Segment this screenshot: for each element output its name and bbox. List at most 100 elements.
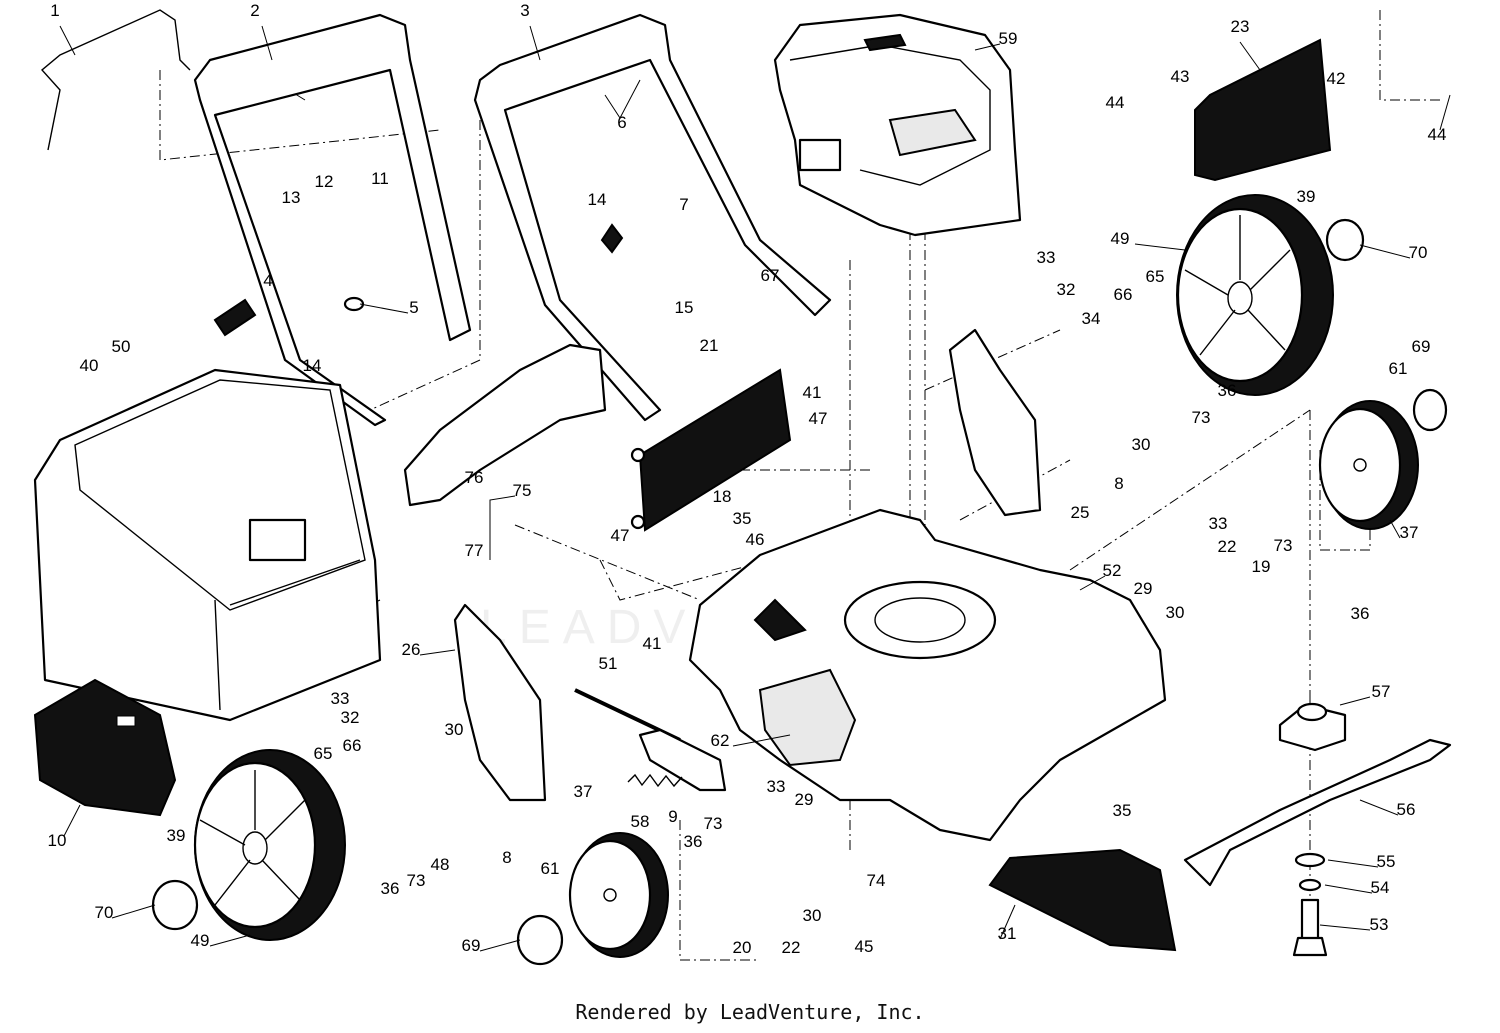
part-callout-22: 22 bbox=[1218, 537, 1237, 556]
part-callout-30: 30 bbox=[445, 720, 464, 739]
part-callout-20: 20 bbox=[733, 938, 752, 957]
part-callout-23: 23 bbox=[1231, 17, 1250, 36]
part-callout-65: 65 bbox=[314, 744, 333, 763]
part-callout-12: 12 bbox=[315, 172, 334, 191]
part-callout-8: 8 bbox=[1114, 474, 1123, 493]
part-callout-2: 2 bbox=[250, 1, 259, 20]
mulch-plug-part bbox=[403, 343, 607, 507]
part-callout-47: 47 bbox=[611, 526, 630, 545]
part-callout-22: 22 bbox=[782, 938, 801, 957]
part-callout-73: 73 bbox=[704, 814, 723, 833]
part-callout-33: 33 bbox=[1209, 514, 1228, 533]
rear-skirt-part bbox=[988, 848, 1177, 952]
blade-part bbox=[1183, 738, 1452, 887]
grass-bag-part bbox=[33, 368, 382, 722]
part-callout-32: 32 bbox=[341, 708, 360, 727]
part-callout-14: 14 bbox=[303, 356, 322, 375]
part-callout-46: 46 bbox=[746, 530, 765, 549]
part-callout-69: 69 bbox=[1412, 337, 1431, 356]
height-adjuster-rear-right bbox=[948, 328, 1042, 517]
part-callout-70: 70 bbox=[95, 903, 114, 922]
part-callout-30: 30 bbox=[1132, 435, 1151, 454]
part-callout-36: 36 bbox=[684, 832, 703, 851]
assembly-guide-lines bbox=[159, 10, 1440, 961]
part-callout-66: 66 bbox=[1114, 285, 1133, 304]
footer-credit: Rendered by LeadVenture, Inc. bbox=[575, 1000, 925, 1024]
part-callout-34: 34 bbox=[1082, 309, 1101, 328]
part-callout-5: 5 bbox=[409, 298, 418, 317]
part-callout-9: 9 bbox=[668, 807, 677, 826]
blade-bolt-stack bbox=[1292, 852, 1328, 957]
part-callout-21: 21 bbox=[700, 336, 719, 355]
part-callout-39: 39 bbox=[167, 826, 186, 845]
part-callout-70: 70 bbox=[1409, 243, 1428, 262]
part-callout-30: 30 bbox=[803, 906, 822, 925]
part-callout-6: 6 bbox=[617, 113, 626, 132]
part-callout-31: 31 bbox=[998, 924, 1017, 943]
part-callout-52: 52 bbox=[1103, 561, 1122, 580]
part-callout-41: 41 bbox=[803, 383, 822, 402]
part-callout-51: 51 bbox=[599, 654, 618, 673]
part-callout-18: 18 bbox=[713, 487, 732, 506]
part-callout-3: 3 bbox=[520, 1, 529, 20]
rear-wheel-right-part bbox=[1176, 194, 1334, 396]
part-callout-61: 61 bbox=[1389, 359, 1408, 378]
lower-handle-part bbox=[473, 13, 832, 422]
rear-door-part bbox=[33, 678, 177, 817]
front-wheel-left-part bbox=[568, 832, 669, 958]
part-callout-15: 15 bbox=[675, 298, 694, 317]
part-callout-75: 75 bbox=[513, 481, 532, 500]
side-chute-part bbox=[1194, 38, 1332, 182]
part-callout-33: 33 bbox=[1037, 248, 1056, 267]
part-callout-11: 11 bbox=[371, 169, 389, 188]
rear-flap-part bbox=[630, 368, 792, 532]
part-callout-54: 54 bbox=[1371, 878, 1390, 897]
part-callout-62: 62 bbox=[711, 731, 730, 750]
part-callout-69: 69 bbox=[462, 936, 481, 955]
part-callout-44: 44 bbox=[1106, 93, 1125, 112]
blade-adapter-part bbox=[1278, 702, 1347, 752]
part-callout-57: 57 bbox=[1372, 682, 1391, 701]
part-callout-35: 35 bbox=[1113, 801, 1132, 820]
part-callout-41: 41 bbox=[643, 634, 662, 653]
part-callout-43: 43 bbox=[1171, 67, 1190, 86]
part-callout-32: 32 bbox=[1057, 280, 1076, 299]
front-wheel-right-part bbox=[1318, 400, 1419, 530]
part-callout-50: 50 bbox=[112, 337, 131, 356]
part-callout-48: 48 bbox=[431, 855, 450, 874]
part-callout-44: 44 bbox=[1428, 125, 1447, 144]
part-callout-19: 19 bbox=[1252, 557, 1271, 576]
part-callout-33: 33 bbox=[767, 777, 786, 796]
part-callout-30: 30 bbox=[1166, 603, 1185, 622]
part-callout-45: 45 bbox=[855, 937, 874, 956]
part-callout-29: 29 bbox=[1134, 579, 1153, 598]
part-callout-1: 1 bbox=[50, 1, 59, 20]
mower-deck-part bbox=[688, 508, 1167, 842]
part-callout-29: 29 bbox=[795, 790, 814, 809]
part-callout-42: 42 bbox=[1327, 69, 1346, 88]
part-callout-67: 67 bbox=[761, 266, 780, 285]
part-callout-55: 55 bbox=[1377, 852, 1396, 871]
part-callout-49: 49 bbox=[1111, 229, 1130, 248]
part-callout-39: 39 bbox=[1297, 187, 1316, 206]
rear-wheel-left-part bbox=[193, 749, 346, 941]
part-callout-37: 37 bbox=[574, 782, 593, 801]
part-callout-74: 74 bbox=[867, 871, 886, 890]
part-callout-33: 33 bbox=[331, 689, 350, 708]
part-callout-73: 73 bbox=[1192, 408, 1211, 427]
part-callout-36: 36 bbox=[381, 879, 400, 898]
part-callout-26: 26 bbox=[402, 640, 421, 659]
part-callout-59: 59 bbox=[999, 29, 1018, 48]
part-callout-7: 7 bbox=[679, 195, 688, 214]
part-callout-65: 65 bbox=[1146, 267, 1165, 286]
hub-caps bbox=[151, 218, 1448, 966]
part-callout-4: 4 bbox=[263, 271, 272, 290]
part-callout-58: 58 bbox=[631, 812, 650, 831]
part-callout-36: 36 bbox=[1218, 381, 1237, 400]
part-callout-37: 37 bbox=[1400, 523, 1419, 542]
part-callout-53: 53 bbox=[1370, 915, 1389, 934]
part-callout-73: 73 bbox=[1274, 536, 1293, 555]
leader-lines bbox=[59, 25, 1451, 952]
engine-part bbox=[773, 13, 1022, 237]
